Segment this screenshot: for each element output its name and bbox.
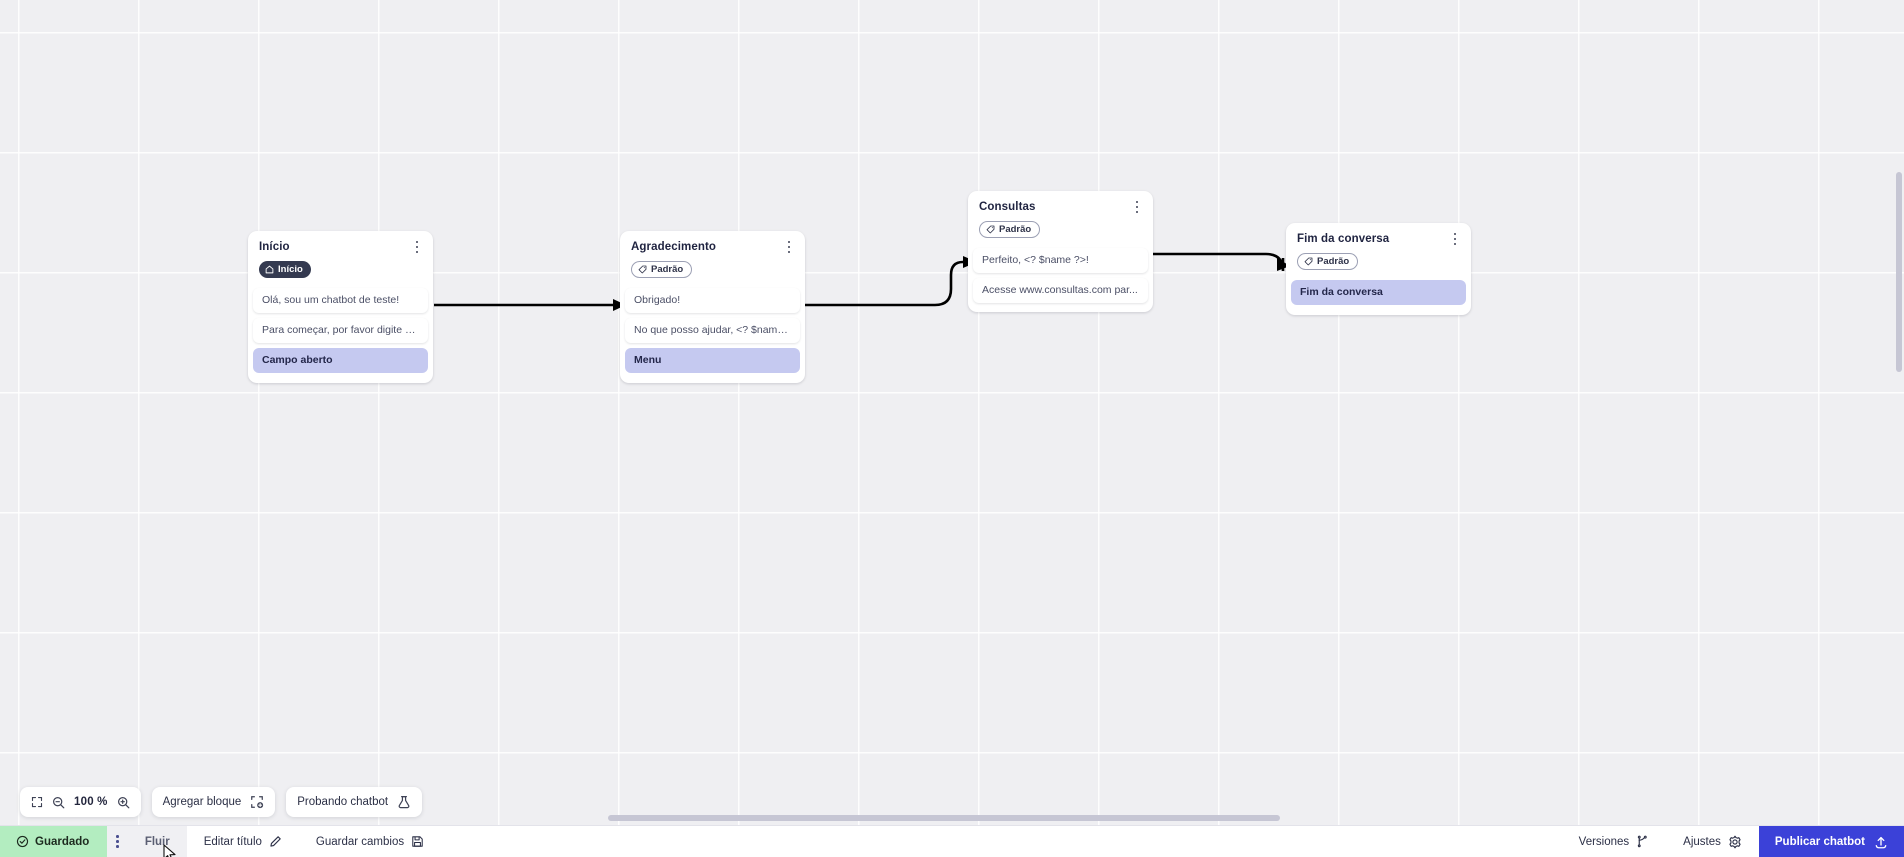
versions-button[interactable]: Versiones xyxy=(1562,826,1667,857)
horizontal-scrollbar[interactable] xyxy=(608,815,1280,821)
test-chatbot-button[interactable]: Probando chatbot xyxy=(286,787,423,817)
node-row-highlight[interactable]: Fim da conversa xyxy=(1291,280,1466,305)
check-circle-icon xyxy=(16,835,29,848)
status-bar-left: Guardado Fluir Editar título Guardar cam… xyxy=(0,826,441,857)
node-title: Agradecimento xyxy=(631,241,717,253)
node-row-highlight[interactable]: Campo aberto xyxy=(253,348,428,373)
branch-icon xyxy=(1636,835,1649,848)
flow-node-agradecimento[interactable]: Agradecimento Padrão Obrigado! No que po… xyxy=(620,231,805,383)
node-rows: Fim da conversa xyxy=(1286,280,1471,315)
kebab-menu-icon[interactable] xyxy=(107,826,128,857)
node-title: Início xyxy=(259,241,290,253)
vertical-scrollbar[interactable] xyxy=(1896,172,1902,372)
test-chatbot-label: Probando chatbot xyxy=(297,796,389,808)
flow-node-fim-da-conversa[interactable]: Fim da conversa Padrão Fim da conversa xyxy=(1286,223,1471,315)
node-badge-row: Padrão xyxy=(620,255,805,288)
versions-label: Versiones xyxy=(1578,835,1630,848)
node-row[interactable]: No que posso ajudar, <? $name ... xyxy=(625,318,800,343)
node-menu-icon[interactable] xyxy=(1448,231,1462,247)
node-row[interactable]: Perfeito, <? $name ?>! xyxy=(973,248,1148,273)
node-badge-label: Padrão xyxy=(999,224,1032,235)
edit-title-label: Editar título xyxy=(203,835,262,848)
node-row[interactable]: Olá, sou um chatbot de teste! xyxy=(253,288,428,313)
saved-status-badge: Guardado xyxy=(0,826,108,857)
node-header: Consultas xyxy=(968,191,1153,215)
node-badge-default[interactable]: Padrão xyxy=(631,261,693,278)
pencil-icon xyxy=(269,835,282,848)
node-rows: Olá, sou um chatbot de teste! Para começ… xyxy=(248,288,433,383)
save-changes-label: Guardar cambios xyxy=(315,835,405,848)
node-badge-default[interactable]: Padrão xyxy=(979,221,1041,238)
flow-node-inicio[interactable]: Início Início Olá, sou um chatbot de tes… xyxy=(248,231,433,383)
publish-chatbot-button[interactable]: Publicar chatbot xyxy=(1758,826,1904,857)
tag-icon xyxy=(986,225,995,234)
flask-icon xyxy=(397,795,411,809)
add-block-icon xyxy=(250,795,264,809)
zoom-controls[interactable]: 100 % xyxy=(20,787,141,817)
tag-icon xyxy=(638,265,647,274)
status-bar: Guardado Fluir Editar título Guardar cam… xyxy=(0,825,1904,857)
tag-icon xyxy=(1304,257,1313,266)
node-badge-start[interactable]: Início xyxy=(259,261,311,278)
fit-screen-icon[interactable] xyxy=(31,796,43,808)
node-badge-row: Padrão xyxy=(968,215,1153,248)
node-menu-icon[interactable] xyxy=(1130,199,1144,215)
node-header: Fim da conversa xyxy=(1286,223,1471,247)
node-rows: Obrigado! No que posso ajudar, <? $name … xyxy=(620,288,805,383)
save-changes-button[interactable]: Guardar cambios xyxy=(299,826,441,857)
zoom-in-icon[interactable] xyxy=(117,796,130,809)
node-menu-icon[interactable] xyxy=(782,239,796,255)
home-icon xyxy=(265,265,274,274)
upload-icon xyxy=(1874,835,1888,849)
node-menu-icon[interactable] xyxy=(410,239,424,255)
canvas-toolbar: 100 % Agregar bloque Probando chatbot xyxy=(20,787,423,817)
zoom-out-icon[interactable] xyxy=(52,796,65,809)
node-row[interactable]: Obrigado! xyxy=(625,288,800,313)
node-row[interactable]: Acesse www.consultas.com par... xyxy=(973,278,1148,303)
flow-node-consultas[interactable]: Consultas Padrão Perfeito, <? $name ?>! … xyxy=(968,191,1153,312)
saved-status-label: Guardado xyxy=(35,835,90,848)
settings-button[interactable]: Ajustes xyxy=(1666,826,1759,857)
save-disk-icon xyxy=(411,835,424,848)
node-badge-default[interactable]: Padrão xyxy=(1297,253,1359,270)
tab-flow[interactable]: Fluir xyxy=(127,826,187,857)
add-block-button[interactable]: Agregar bloque xyxy=(151,787,276,817)
tab-flow-label: Fluir xyxy=(144,835,170,848)
node-header: Agradecimento xyxy=(620,231,805,255)
node-rows: Perfeito, <? $name ?>! Acesse www.consul… xyxy=(968,248,1153,312)
zoom-level-label: 100 % xyxy=(74,796,108,808)
flow-edges xyxy=(434,252,1290,311)
status-bar-right: Versiones Ajustes Publicar chatbot xyxy=(1562,826,1904,857)
node-badge-label: Padrão xyxy=(651,264,684,275)
node-badge-row: Padrão xyxy=(1286,247,1471,280)
node-row[interactable]: Para começar, por favor digite o ... xyxy=(253,318,428,343)
node-title: Consultas xyxy=(979,201,1036,213)
node-row-highlight[interactable]: Menu xyxy=(625,348,800,373)
flow-canvas[interactable]: Início Início Olá, sou um chatbot de tes… xyxy=(0,0,1904,825)
settings-label: Ajustes xyxy=(1683,835,1721,848)
node-title: Fim da conversa xyxy=(1297,233,1390,245)
node-badge-row: Início xyxy=(248,255,433,288)
gear-icon xyxy=(1728,835,1742,849)
node-badge-label: Início xyxy=(278,264,303,275)
node-badge-label: Padrão xyxy=(1317,256,1350,267)
add-block-label: Agregar bloque xyxy=(162,796,242,808)
node-header: Início xyxy=(248,231,433,255)
edit-title-button[interactable]: Editar título xyxy=(187,826,299,857)
publish-label: Publicar chatbot xyxy=(1774,835,1865,848)
